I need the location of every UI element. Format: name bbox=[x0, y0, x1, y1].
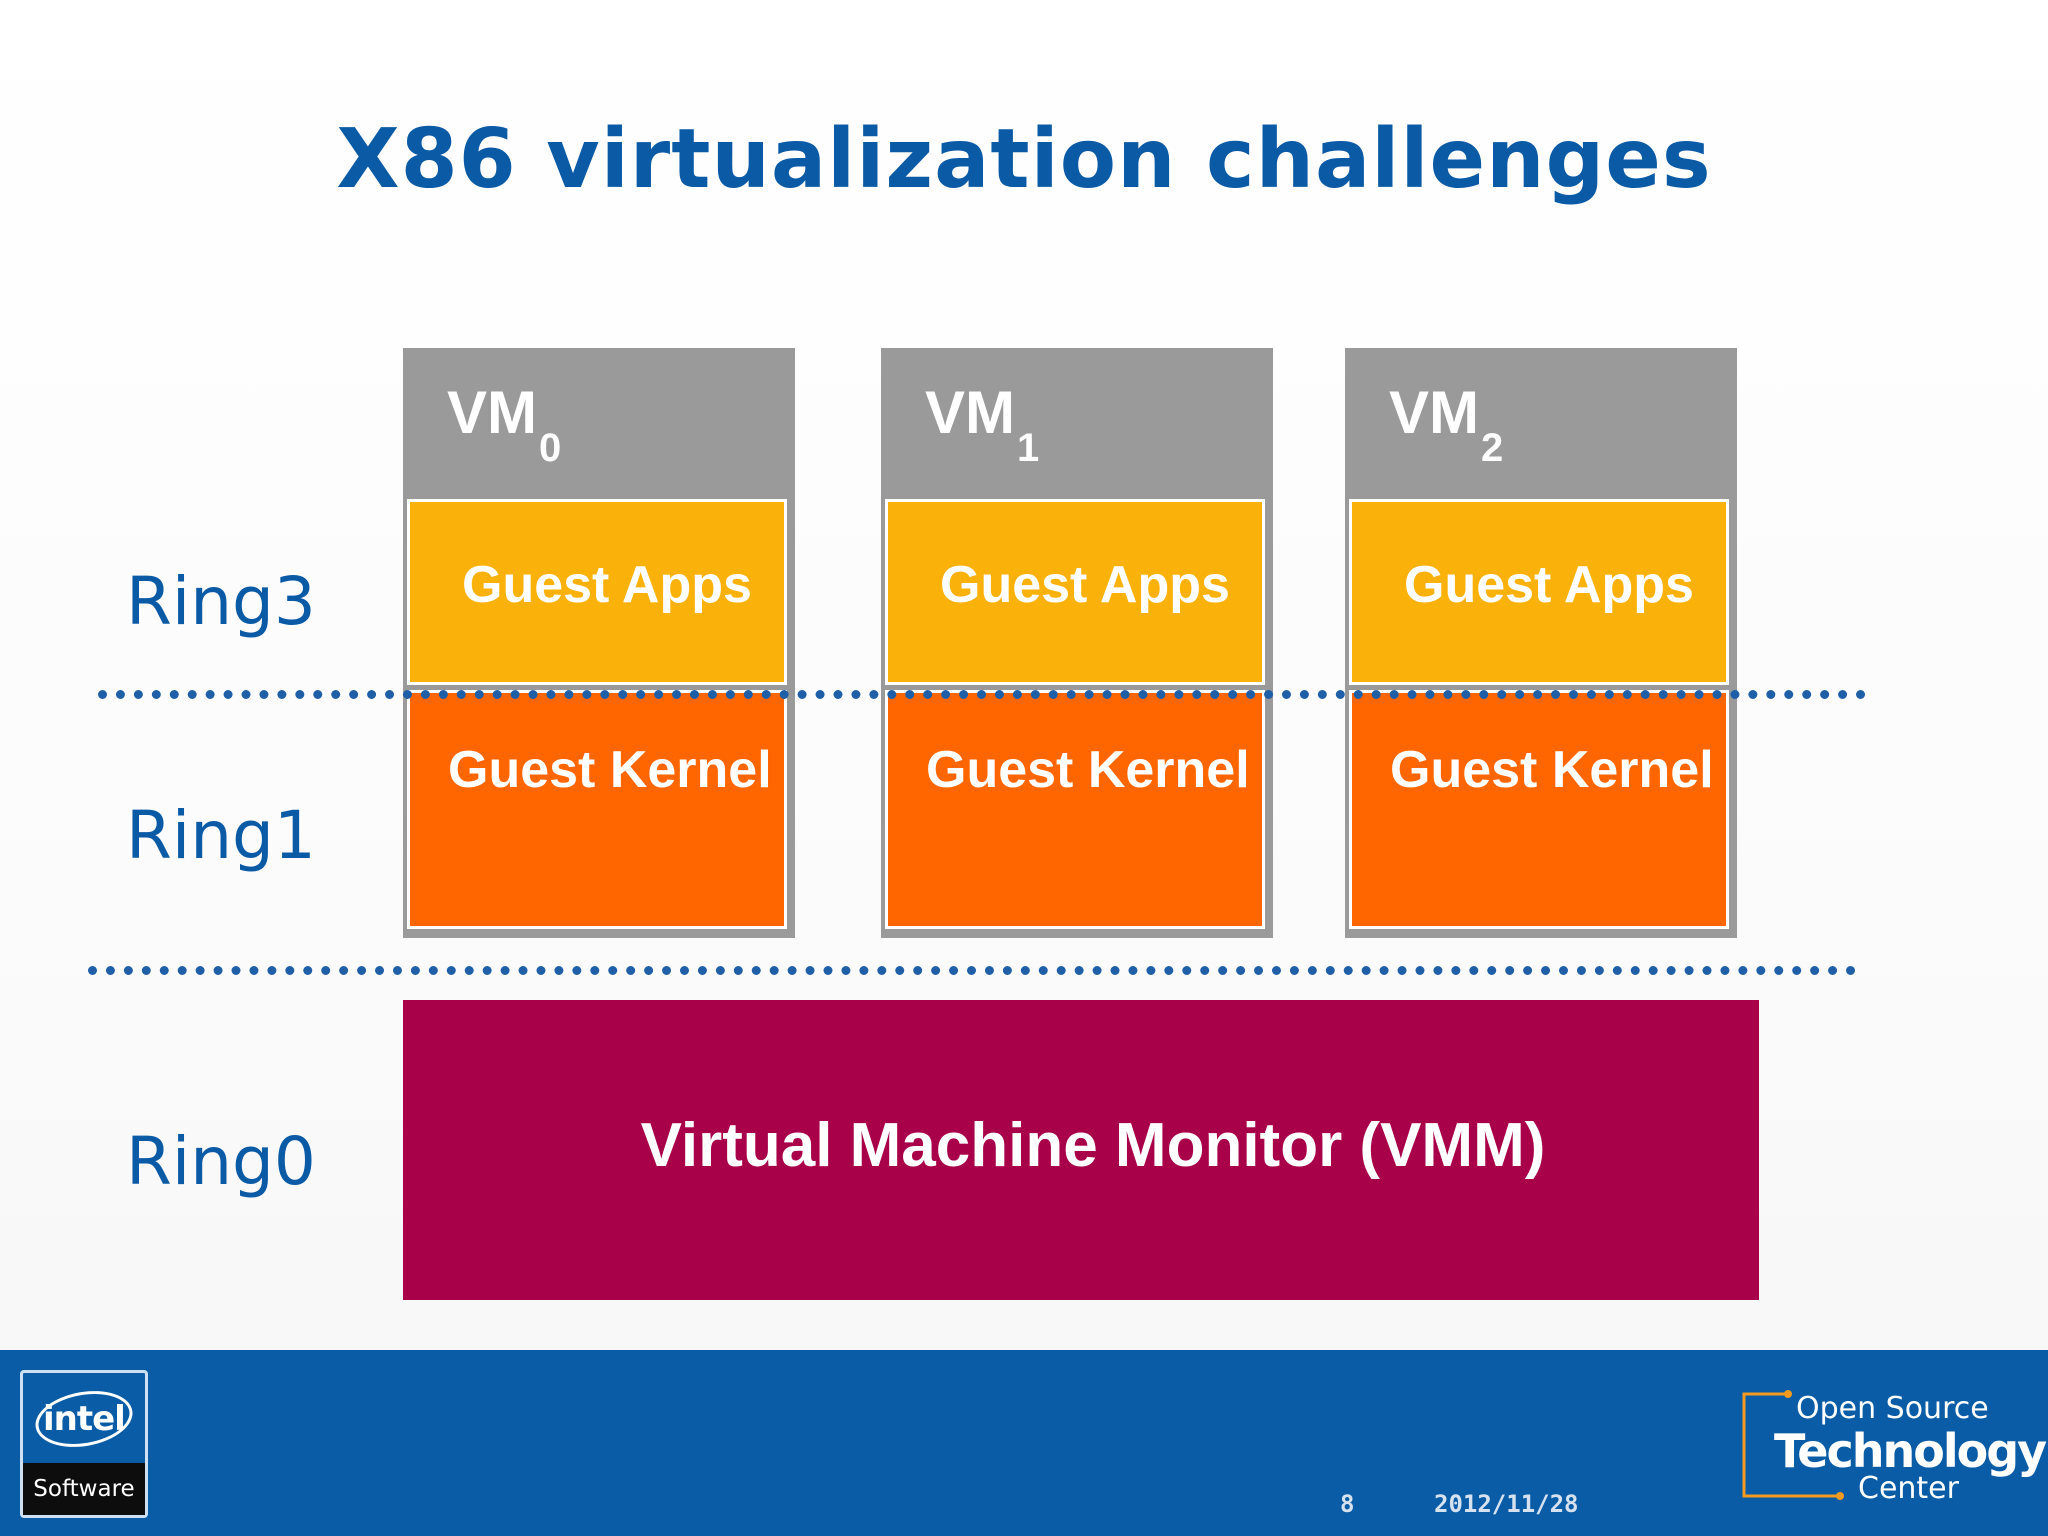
vm-2-guest-apps-label: Guest Apps bbox=[1404, 556, 1694, 614]
ostc-frame-icon bbox=[1742, 1390, 1844, 1500]
ring3-ring1-divider bbox=[98, 690, 1866, 699]
vm-2-title: VM2 bbox=[1389, 378, 1503, 468]
slide-title: X86 virtualization challenges bbox=[336, 112, 1712, 207]
vm-0-guest-apps-label: Guest Apps bbox=[462, 556, 752, 614]
vm-1: VM1 Guest Apps Guest Kernel bbox=[881, 348, 1273, 938]
vm-1-title: VM1 bbox=[925, 378, 1039, 468]
ostc-line-open-source: Open Source bbox=[1796, 1391, 1989, 1426]
vm-1-guest-kernel-label: Guest Kernel bbox=[926, 741, 1250, 799]
vmm-label: Virtual Machine Monitor (VMM) bbox=[640, 1111, 1546, 1180]
vm-2-guest-kernel: Guest Kernel bbox=[1349, 690, 1729, 929]
vm-0-guest-kernel-label: Guest Kernel bbox=[448, 741, 772, 799]
vm-0-label: VM bbox=[447, 379, 537, 446]
vm-2-subscript: 2 bbox=[1481, 426, 1504, 470]
ring3-label: Ring3 bbox=[126, 563, 316, 640]
vm-0-subscript: 0 bbox=[539, 426, 562, 470]
vm-1-label: VM bbox=[925, 379, 1015, 446]
vm-0-guest-kernel: Guest Kernel bbox=[407, 690, 787, 929]
intel-logo-word: intel bbox=[43, 1399, 125, 1440]
intel-logo-top: intel bbox=[23, 1373, 145, 1465]
ring1-label: Ring1 bbox=[126, 797, 316, 874]
vm-2-guest-apps: Guest Apps bbox=[1349, 499, 1729, 685]
page-number: 8 bbox=[1340, 1490, 1355, 1518]
ostc-line-center: Center bbox=[1858, 1471, 1959, 1506]
vm-1-guest-kernel: Guest Kernel bbox=[885, 690, 1265, 929]
intel-logo-bottom: Software bbox=[23, 1463, 145, 1515]
vm-1-subscript: 1 bbox=[1017, 426, 1040, 470]
vm-2-guest-kernel-label: Guest Kernel bbox=[1390, 741, 1714, 799]
vm-1-guest-apps-label: Guest Apps bbox=[940, 556, 1230, 614]
vmm-box: Virtual Machine Monitor (VMM) bbox=[403, 1000, 1759, 1300]
intel-software-logo: intel Software bbox=[20, 1370, 148, 1518]
vm-0-guest-apps: Guest Apps bbox=[407, 499, 787, 685]
vm-2: VM2 Guest Apps Guest Kernel bbox=[1345, 348, 1737, 938]
open-source-technology-center-logo: Open Source Technology Center bbox=[1740, 1384, 2047, 1506]
vm-0: VM0 Guest Apps Guest Kernel bbox=[403, 348, 795, 938]
intel-logo-software: Software bbox=[33, 1476, 135, 1502]
vm-0-title: VM0 bbox=[447, 378, 561, 468]
ring0-label: Ring0 bbox=[126, 1123, 316, 1200]
ostc-line-technology: Technology bbox=[1774, 1424, 2047, 1478]
slide-date: 2012/11/28 bbox=[1434, 1490, 1579, 1518]
intel-swirl-icon: intel bbox=[31, 1383, 137, 1455]
vm-1-guest-apps: Guest Apps bbox=[885, 499, 1265, 685]
ring1-ring0-divider bbox=[88, 966, 1856, 975]
footer-bar: intel Software 8 2012/11/28 Open Source … bbox=[0, 1350, 2048, 1536]
vm-2-label: VM bbox=[1389, 379, 1479, 446]
